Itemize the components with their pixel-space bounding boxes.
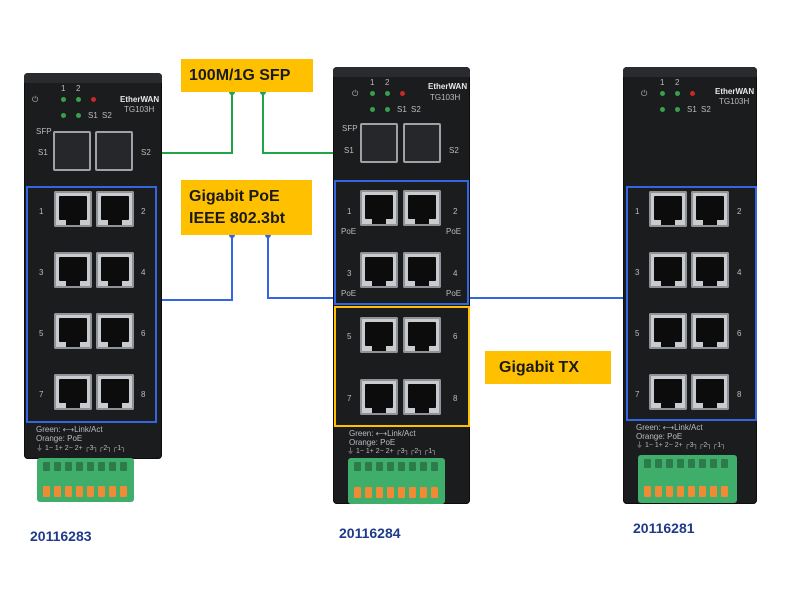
led-2 <box>385 91 390 96</box>
led-s2 <box>675 107 680 112</box>
rj45-port <box>649 313 687 349</box>
terminal-block-middle <box>348 458 445 504</box>
led-fault <box>91 97 96 102</box>
power-icon: ⏻ <box>641 89 648 98</box>
sfp-port-2 <box>95 131 133 171</box>
terminal-block-left <box>37 458 134 502</box>
gigabit-tx-highlight <box>334 306 470 427</box>
rj45-port <box>403 379 441 415</box>
led-2 <box>76 97 81 102</box>
gigabit-tx-callout: Gigabit TX <box>485 351 611 384</box>
rj45-port <box>96 313 134 349</box>
power-icon: ⏻ <box>32 95 39 104</box>
rj45-port <box>54 252 92 288</box>
sfp-port-1 <box>53 131 91 171</box>
rj45-port <box>649 191 687 227</box>
poe-callout: Gigabit PoE IEEE 802.3bt <box>181 180 312 235</box>
poe-highlight-middle <box>334 180 469 305</box>
sfp-line-left <box>140 92 233 154</box>
led-s1 <box>370 107 375 112</box>
rj45-port <box>691 191 729 227</box>
rj45-port <box>649 374 687 410</box>
rj45-port <box>360 252 398 288</box>
rj45-port <box>691 374 729 410</box>
rj45-port <box>96 252 134 288</box>
power-icon: ⏻ <box>352 89 359 98</box>
brand-logo: EtherWAN <box>428 82 468 91</box>
sfp-port-1 <box>360 123 398 163</box>
brand-logo: EtherWAN <box>120 95 160 104</box>
poe-callout-line2: IEEE 802.3bt <box>189 209 286 227</box>
terminal-block-right <box>638 455 737 503</box>
led-fault <box>690 91 695 96</box>
led-s2 <box>76 113 81 118</box>
led-fault <box>400 91 405 96</box>
poe-highlight-right <box>626 186 757 421</box>
rj45-port <box>360 190 398 226</box>
poe-line-left <box>158 235 233 301</box>
model-label: TG103H <box>124 105 155 114</box>
rj45-port <box>403 252 441 288</box>
rj45-port <box>54 374 92 410</box>
rj45-port <box>54 191 92 227</box>
sfp-callout-text: 100M/1G SFP <box>189 66 291 84</box>
rj45-port <box>691 252 729 288</box>
sfp-port-2 <box>403 123 441 163</box>
rj45-port <box>96 191 134 227</box>
model-number-middle: 20116284 <box>339 525 401 541</box>
rj45-port <box>54 313 92 349</box>
rj45-port <box>691 313 729 349</box>
switch-left: ⏻ 1 2 S1 S2 EtherWAN TG103H SFP S1 S2 1 … <box>24 73 162 459</box>
brand-logo: EtherWAN <box>715 87 755 96</box>
led-1 <box>660 91 665 96</box>
rj45-port <box>96 374 134 410</box>
poe-callout-line1: Gigabit PoE <box>189 187 280 205</box>
rj45-port <box>403 317 441 353</box>
gigabit-tx-callout-text: Gigabit TX <box>499 358 579 376</box>
led-s1 <box>660 107 665 112</box>
poe-line-middle <box>267 235 333 299</box>
rj45-port <box>649 252 687 288</box>
model-label: TG103H <box>719 97 750 106</box>
led-1 <box>61 97 66 102</box>
poe-highlight-left <box>26 186 157 423</box>
sfp-callout: 100M/1G SFP <box>181 59 313 92</box>
rj45-port <box>403 190 441 226</box>
led-s2 <box>385 107 390 112</box>
sfp-line-middle <box>262 92 345 154</box>
rj45-port <box>360 317 398 353</box>
model-number-left: 20116283 <box>30 528 92 544</box>
model-number-right: 20116281 <box>633 520 695 536</box>
switch-right: ⏻ 1 2 S1 S2 EtherWAN TG103H 1 2 3 4 5 6 … <box>623 67 757 504</box>
switch-middle: ⏻ 1 2 S1 S2 EtherWAN TG103H SFP S1 S2 1 … <box>333 67 470 504</box>
rj45-port <box>360 379 398 415</box>
led-2 <box>675 91 680 96</box>
model-label: TG103H <box>430 93 461 102</box>
led-s1 <box>61 113 66 118</box>
led-1 <box>370 91 375 96</box>
